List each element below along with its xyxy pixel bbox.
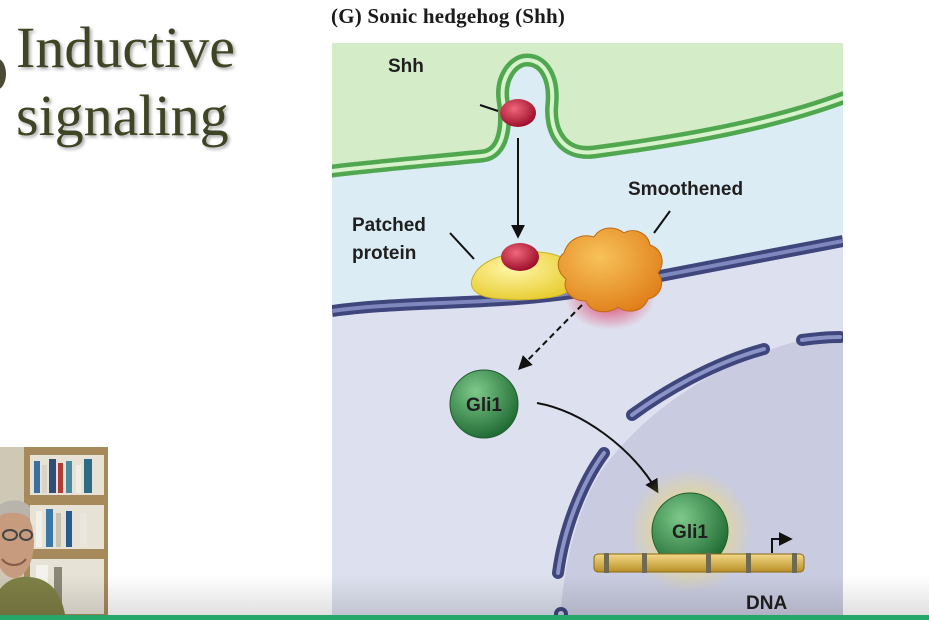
transcription-start-arrow-icon xyxy=(771,532,793,553)
figure-caption: (G) Sonic hedgehog (Shh) xyxy=(331,4,566,28)
bound-shh-icon xyxy=(501,243,539,271)
dna-strand-icon xyxy=(593,553,805,573)
video-progress-bar[interactable] xyxy=(0,615,929,620)
patched-label-leader xyxy=(449,232,475,260)
gli1-cytoplasm-icon xyxy=(449,369,519,439)
slide-title-line1: Inductive xyxy=(16,15,236,80)
gli1-nucleus-label: Gli1 xyxy=(672,522,708,543)
patched-label-line2: protein xyxy=(352,243,416,264)
gli1-cytoplasm-label: Gli1 xyxy=(466,395,502,416)
nuclear-translocation-arrow xyxy=(536,402,659,494)
activation-dashed-arrow xyxy=(518,304,583,370)
dna-label: DNA xyxy=(746,593,787,614)
shh-ligand-icon xyxy=(500,99,536,127)
slide-title: Inductive signaling xyxy=(16,14,235,150)
signaling-cell xyxy=(332,43,843,166)
smoothened-icon xyxy=(557,227,663,313)
shh-label-leader xyxy=(479,104,499,112)
presenter-video-icon xyxy=(0,447,108,620)
bullet-icon xyxy=(0,58,6,90)
slide-title-line2: signaling xyxy=(16,83,229,148)
smoothened-label: Smoothened xyxy=(628,179,743,200)
nuclear-envelope xyxy=(552,331,843,579)
shh-pathway-diagram: Shh Patched protein Smoothened Gli1 Gli1… xyxy=(332,43,843,620)
smoothened-label-leader xyxy=(653,210,671,234)
patched-label-line1: Patched xyxy=(352,215,426,236)
shh-label: Shh xyxy=(388,56,424,77)
presenter-webcam xyxy=(0,447,108,620)
